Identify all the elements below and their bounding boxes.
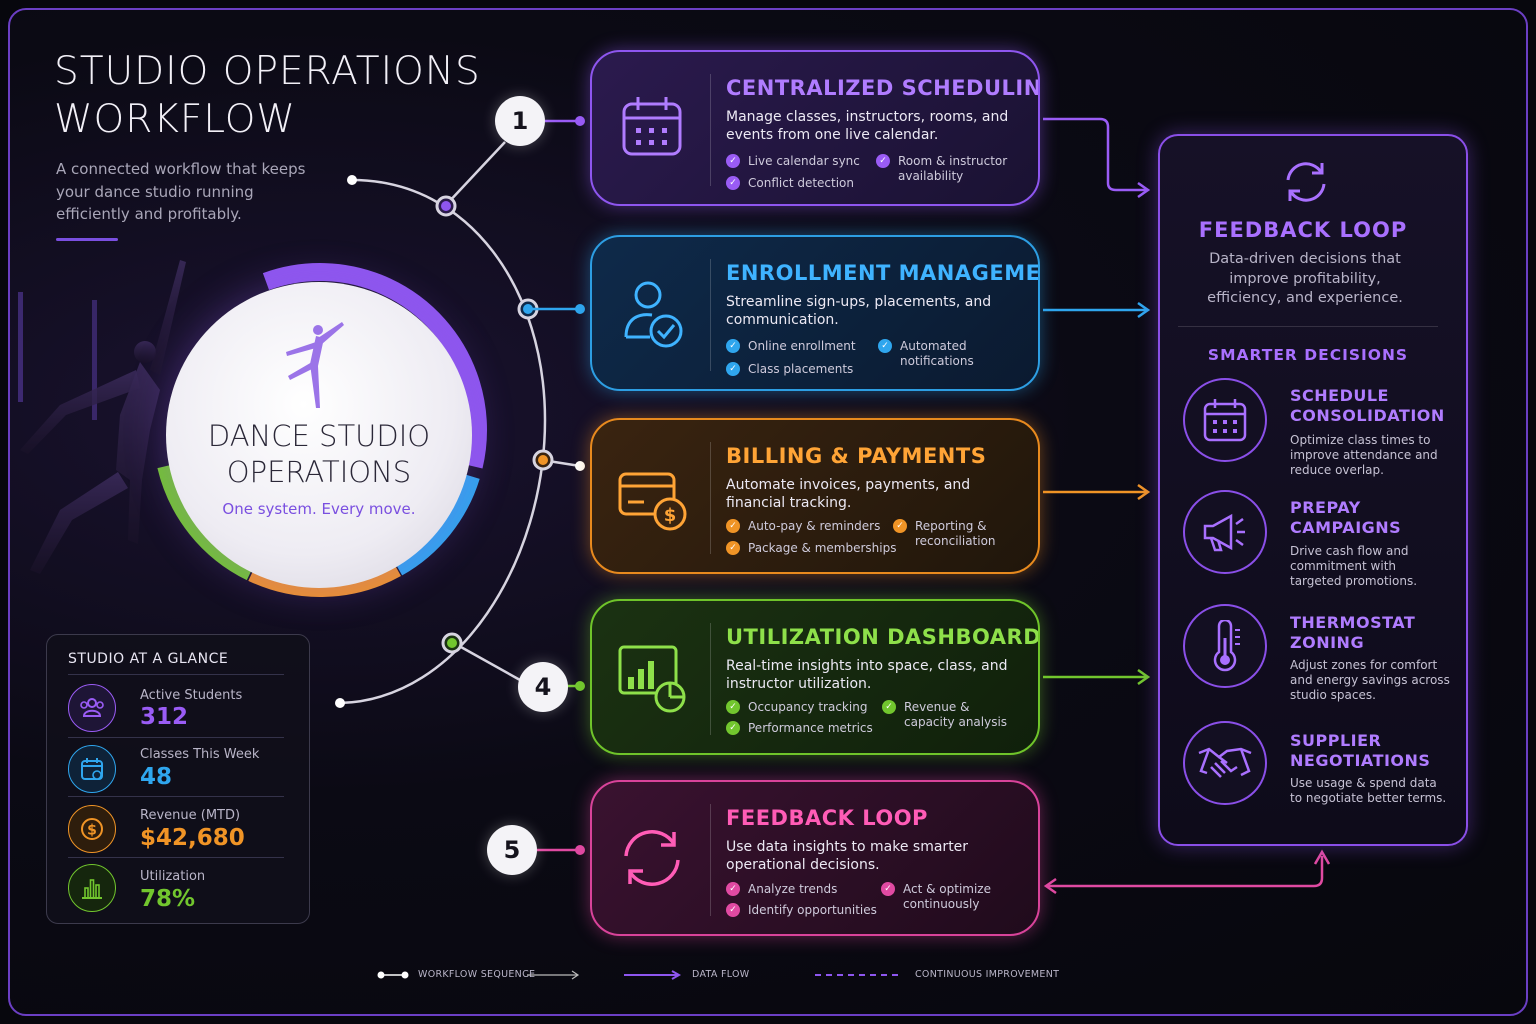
- card-bullet: Online enrollment: [726, 339, 856, 354]
- page-subtitle: A connected workflow that keeps your dan…: [56, 160, 306, 223]
- stat-icon-circle: [68, 864, 116, 912]
- megaphone-icon: [1203, 513, 1245, 552]
- card-description: Automate invoices, payments, and financi…: [726, 477, 971, 511]
- stat-value: 48: [140, 764, 173, 790]
- hub-title: DANCE STUDIO OPERATIONS: [207, 419, 431, 489]
- refresh-icon: [1286, 162, 1326, 202]
- bar-chart-icon: [82, 879, 102, 899]
- decision-description: Drive cash flow and commitment with targ…: [1290, 544, 1418, 588]
- card-divider: [710, 259, 711, 371]
- users-icon: [80, 698, 104, 717]
- glance-title: STUDIO AT A GLANCE: [68, 651, 229, 667]
- panel-description: Data-driven decisions that improve profi…: [1207, 251, 1403, 306]
- user-check-icon: [624, 281, 683, 348]
- panel-divider: [1178, 326, 1438, 327]
- card-description: Manage classes, instructors, rooms, and …: [726, 109, 1009, 143]
- decision-title: PREPAY CAMPAIGNS: [1290, 498, 1402, 537]
- card-bullet: Reporting & reconciliation: [893, 519, 1003, 549]
- refresh-icon: [624, 830, 680, 886]
- card-bullet: Conflict detection: [726, 176, 854, 191]
- stat-label: Revenue (MTD): [140, 808, 241, 823]
- card-title: CENTRALIZED SCHEDULING: [726, 76, 1040, 100]
- stat-value: $42,680: [140, 825, 245, 851]
- step-card-billing[interactable]: $ BILLING & PAYMENTS Automate invoices, …: [590, 418, 1040, 574]
- stat-icon-circle: [68, 805, 116, 853]
- step-card-feedback[interactable]: FEEDBACK LOOP Use data insights to make …: [590, 780, 1040, 936]
- card-divider: [710, 74, 711, 186]
- card-bullet: Auto-pay & reminders: [726, 519, 880, 534]
- card-bullet: Analyze trends: [726, 882, 837, 897]
- card-bullet: Performance metrics: [726, 721, 873, 736]
- step-card-enrollment[interactable]: ENROLLMENT MANAGEMENT Streamline sign-up…: [590, 235, 1040, 391]
- card-title: FEEDBACK LOOP: [726, 806, 928, 830]
- panel-title: FEEDBACK LOOP: [1198, 218, 1408, 242]
- card-bullet: Class placements: [726, 362, 853, 377]
- legend-workflow-sequence: WORKFLOW SEQUENCE: [418, 969, 536, 980]
- legend-continuous-improvement: CONTINUOUS IMPROVEMENT: [915, 969, 1060, 980]
- glance-divider: [68, 796, 284, 797]
- card-divider: [710, 623, 711, 735]
- card-title: UTILIZATION DASHBOARD: [726, 625, 1040, 649]
- svg-text:$: $: [87, 823, 97, 839]
- stat-value: 78%: [140, 886, 196, 912]
- dollar-icon: $: [81, 818, 103, 840]
- decision-icon-circle: [1183, 490, 1267, 574]
- stat-value: 312: [140, 704, 189, 730]
- stat-icon-circle: [68, 745, 116, 793]
- step-number-1: 1: [495, 96, 545, 146]
- card-description: Use data insights to make smarter operat…: [726, 839, 969, 873]
- calendar-icon: [81, 758, 103, 780]
- card-bullet: Act & optimize continuously: [881, 882, 991, 912]
- dancer-icon: [286, 322, 344, 408]
- step-card-utilization[interactable]: UTILIZATION DASHBOARD Real-time insights…: [590, 599, 1040, 755]
- legend-data-flow: DATA FLOW: [692, 969, 750, 980]
- card-bullet: Occupancy tracking: [726, 700, 867, 715]
- svg-text:$: $: [664, 505, 677, 526]
- dashboard-chart-icon: [618, 645, 686, 713]
- card-bullet: Automated notifications: [878, 339, 988, 369]
- card-description: Streamline sign-ups, placements, and com…: [726, 294, 992, 328]
- stat-label: Utilization: [140, 869, 206, 884]
- decision-title: THERMOSTAT ZONING: [1290, 613, 1416, 652]
- glance-divider: [68, 857, 284, 858]
- step-number-4: 4: [518, 662, 568, 712]
- decision-title: SCHEDULE CONSOLIDATION: [1290, 386, 1445, 425]
- card-divider: [710, 804, 711, 916]
- step-number-5: 5: [487, 825, 537, 875]
- card-title: BILLING & PAYMENTS: [726, 444, 987, 468]
- card-divider: [710, 442, 711, 554]
- stat-label: Active Students: [140, 688, 243, 703]
- card-description: Real-time insights into space, class, an…: [726, 658, 1008, 692]
- decision-description: Adjust zones for comfort and energy savi…: [1290, 658, 1450, 702]
- thermometer-icon: [1213, 620, 1240, 672]
- dancer-silhouette: [18, 260, 186, 574]
- stat-label: Classes This Week: [140, 747, 260, 762]
- panel-subheading: SMARTER DECISIONS: [1207, 346, 1409, 364]
- page-title: STUDIO OPERATIONS WORKFLOW: [54, 49, 481, 142]
- card-bullet: Package & memberships: [726, 541, 896, 556]
- calendar-icon: [1203, 399, 1247, 442]
- decision-description: Optimize class times to improve attendan…: [1290, 433, 1438, 477]
- glance-divider: [68, 674, 284, 675]
- title-underline: [56, 238, 118, 241]
- decision-title: SUPPLIER NEGOTIATIONS: [1290, 731, 1431, 770]
- calendar-icon: [622, 97, 682, 156]
- card-title: ENROLLMENT MANAGEMENT: [726, 261, 1040, 285]
- card-bullet: Identify opportunities: [726, 903, 877, 918]
- credit-card-icon: $: [618, 472, 687, 531]
- card-bullet: Live calendar sync: [726, 154, 860, 169]
- decision-description: Use usage & spend data to negotiate bett…: [1290, 776, 1447, 805]
- card-bullet: Room & instructor availability: [876, 154, 1016, 184]
- card-bullet: Revenue & capacity analysis: [882, 700, 1012, 730]
- glance-divider: [68, 737, 284, 738]
- hub-tagline: One system. Every move.: [222, 500, 416, 518]
- step-card-scheduling[interactable]: CENTRALIZED SCHEDULING Manage classes, i…: [590, 50, 1040, 206]
- handshake-icon: [1198, 747, 1252, 778]
